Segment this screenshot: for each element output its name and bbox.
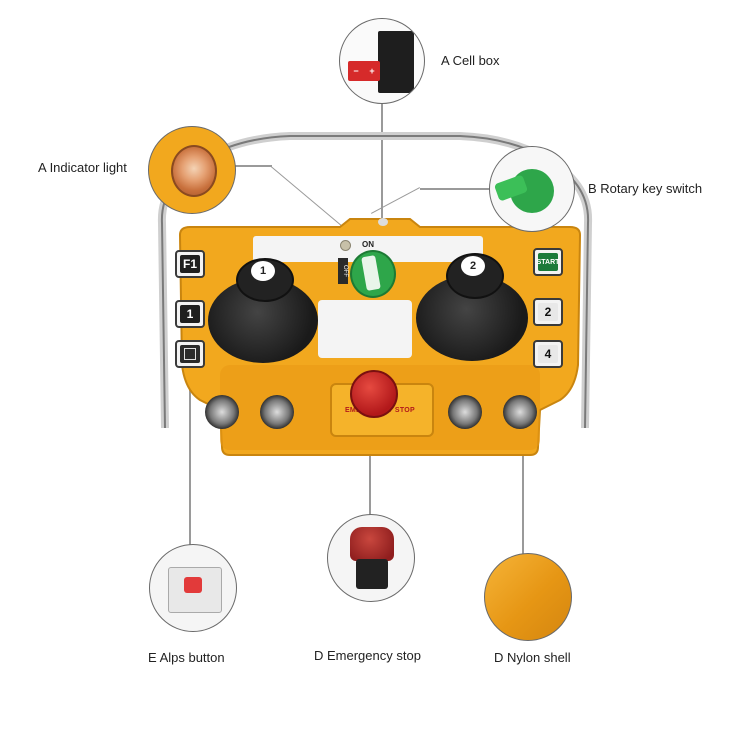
button-f1[interactable]: F1 [175, 250, 205, 278]
alps-red-plunger [184, 577, 202, 593]
toggle-switch-1[interactable] [205, 395, 239, 429]
toggle-switch-2[interactable] [260, 395, 294, 429]
button-4[interactable]: 4 [533, 340, 563, 368]
leader-indicator-1 [234, 165, 272, 167]
cell-box-icon [378, 31, 414, 93]
callout-emergency-circle [327, 514, 415, 602]
indicator-lamp-icon [171, 145, 217, 197]
label-emergency-stop: D Emergency stop [314, 648, 421, 663]
leader-alps [189, 365, 191, 545]
cell-box-terminal: − + [348, 61, 380, 81]
button-2[interactable]: 2 [533, 298, 563, 326]
label-indicator-light: A Indicator light [38, 160, 127, 175]
emergency-stop-body-icon [356, 559, 388, 589]
square-icon [184, 348, 196, 360]
callout-cell-box-circle: − + [339, 18, 425, 104]
leader-nylon [522, 442, 524, 554]
emergency-stop-button[interactable] [350, 370, 398, 418]
key-off-label: OFF [338, 258, 348, 284]
toggle-switch-4[interactable] [503, 395, 537, 429]
leader-rotary-key-2 [420, 188, 492, 190]
indicator-light [340, 240, 351, 251]
joystick-left-badge: 1 [251, 261, 275, 281]
joystick-left[interactable]: 1 [208, 258, 318, 368]
callout-rotary-circle [489, 146, 575, 232]
callout-nylon-circle [484, 553, 572, 641]
button-start[interactable]: START [533, 248, 563, 276]
key-on-label: ON [362, 240, 374, 249]
joystick-right[interactable]: 2 [416, 253, 528, 365]
label-cell-box: A Cell box [441, 53, 500, 68]
emergency-stop-cap-icon [350, 527, 394, 561]
button-1[interactable]: 1 [175, 300, 205, 328]
label-rotary-key-switch: B Rotary key switch [588, 181, 703, 196]
callout-alps-circle [149, 544, 237, 632]
toggle-switch-3[interactable] [448, 395, 482, 429]
label-alps-button: E Alps button [148, 650, 225, 665]
top-antenna-light [378, 218, 388, 226]
joystick-right-badge: 2 [461, 256, 485, 276]
button-blank[interactable] [175, 340, 205, 368]
leader-cell-box [381, 100, 383, 222]
center-label-panel [318, 300, 412, 358]
callout-indicator-circle [148, 126, 236, 214]
label-nylon-shell: D Nylon shell [494, 650, 571, 665]
